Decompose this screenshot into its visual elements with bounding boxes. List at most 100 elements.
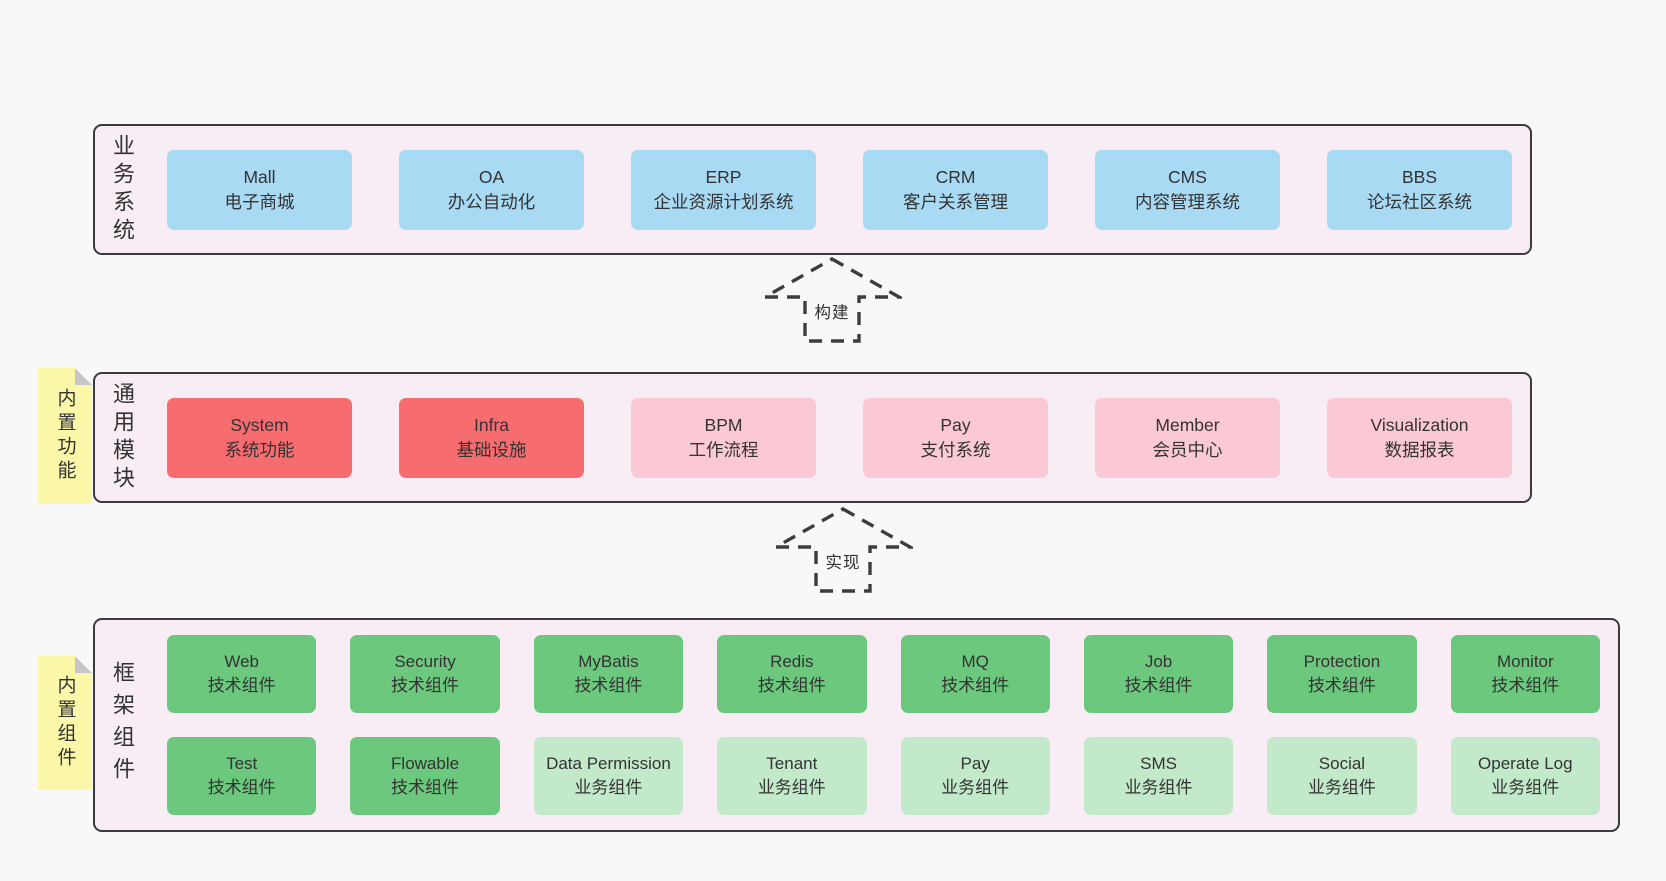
box-subtitle: 企业资源计划系统 (653, 191, 794, 212)
box-title: Data Permission (546, 754, 671, 773)
box-subtitle: 工作流程 (688, 439, 759, 460)
box-subtitle: 支付系统 (920, 439, 991, 460)
box-title: Flowable (391, 754, 460, 773)
box-title: ERP (705, 166, 742, 187)
box-subtitle: 业务组件 (574, 778, 643, 797)
box-social: Social 业务组件 (1267, 737, 1417, 815)
box-redis: Redis 技术组件 (717, 635, 867, 713)
box-mall: Mall 电子商城 (167, 149, 352, 230)
box-subtitle: 电子商城 (224, 191, 295, 212)
box-test: Test 技术组件 (167, 737, 317, 815)
box-visualization: Visualization 数据报表 (1327, 397, 1512, 478)
box-subtitle: 技术组件 (1491, 676, 1560, 695)
box-title: Social (1318, 754, 1366, 773)
box-title: MQ (961, 652, 989, 671)
box-subtitle: 技术组件 (391, 676, 460, 695)
sticky-note-label: 内置功能 (54, 388, 76, 484)
box-subtitle: 技术组件 (941, 676, 1010, 695)
box-title: Mall (243, 166, 276, 187)
dashed-up-arrow-icon (762, 257, 902, 343)
box-subtitle: 会员中心 (1152, 439, 1223, 460)
box-title: Operate Log (1478, 754, 1573, 773)
box-title: Pay (940, 414, 971, 435)
implement-arrow: 实现 (773, 506, 913, 594)
box-subtitle: 业务组件 (1124, 778, 1193, 797)
layer-business-systems: 业务系统 Mall 电子商城 OA 办公自动化 ERP 企业资源计划系统 CRM… (93, 124, 1532, 255)
box-title: Tenant (766, 754, 818, 773)
box-subtitle: 论坛社区系统 (1367, 191, 1472, 212)
box-pay-business: Pay 业务组件 (900, 737, 1050, 815)
box-title: Visualization (1370, 414, 1469, 435)
modules-boxes-row: System 系统功能 Infra 基础设施 BPM 工作流程 Pay 支付系统… (133, 397, 1530, 478)
box-title: Protection (1303, 652, 1381, 671)
sticky-note-built-in-components: 内置组件 (38, 656, 92, 790)
box-title: Web (224, 652, 260, 671)
components-row-2: Test 技术组件 Flowable 技术组件 Data Permission … (167, 737, 1600, 815)
sticky-note-built-in-functions: 内置功能 (38, 368, 92, 504)
box-pay: Pay 支付系统 (863, 397, 1048, 478)
layer-framework-components: 框架组件 Web 技术组件 Security 技术组件 MyBatis 技术组件… (93, 618, 1620, 832)
components-rows: Web 技术组件 Security 技术组件 MyBatis 技术组件 Redi… (133, 635, 1618, 815)
box-subtitle: 技术组件 (757, 676, 826, 695)
box-subtitle: 系统功能 (224, 439, 295, 460)
box-subtitle: 技术组件 (1307, 676, 1376, 695)
box-title: Monitor (1496, 652, 1554, 671)
box-bpm: BPM 工作流程 (631, 397, 816, 478)
box-data-permission: Data Permission 业务组件 (533, 737, 684, 815)
box-subtitle: 客户关系管理 (903, 191, 1008, 212)
box-title: Redis (770, 652, 814, 671)
box-title: CRM (935, 166, 976, 187)
box-title: MyBatis (578, 652, 639, 671)
box-subtitle: 业务组件 (941, 778, 1010, 797)
layer-components-label: 框架组件 (110, 661, 135, 789)
box-protection: Protection 技术组件 (1267, 635, 1417, 713)
box-flowable: Flowable 技术组件 (350, 737, 500, 815)
box-title: Job (1144, 652, 1173, 671)
box-cms: CMS 内容管理系统 (1095, 149, 1280, 230)
business-boxes-row: Mall 电子商城 OA 办公自动化 ERP 企业资源计划系统 CRM 客户关系… (133, 149, 1530, 230)
box-mq: MQ 技术组件 (900, 635, 1050, 713)
box-tenant: Tenant 业务组件 (717, 737, 867, 815)
box-infra: Infra 基础设施 (399, 397, 584, 478)
box-title: System (230, 414, 289, 435)
box-subtitle: 业务组件 (1491, 778, 1560, 797)
box-title: Security (394, 652, 456, 671)
layer-modules-label: 通用模块 (110, 381, 135, 494)
box-erp: ERP 企业资源计划系统 (631, 149, 816, 230)
box-subtitle: 基础设施 (456, 439, 527, 460)
box-subtitle: 技术组件 (207, 778, 276, 797)
box-security: Security 技术组件 (350, 635, 500, 713)
box-subtitle: 技术组件 (207, 676, 276, 695)
box-subtitle: 业务组件 (757, 778, 826, 797)
box-title: BBS (1401, 166, 1438, 187)
box-subtitle: 技术组件 (1124, 676, 1193, 695)
sticky-note-label: 内置组件 (54, 675, 76, 771)
box-title: SMS (1140, 754, 1177, 773)
box-system: System 系统功能 (167, 397, 352, 478)
dashed-up-arrow-icon (773, 507, 913, 593)
box-title: Pay (960, 754, 990, 773)
box-subtitle: 业务组件 (1307, 778, 1376, 797)
build-arrow-label: 构建 (811, 299, 853, 323)
box-job: Job 技术组件 (1083, 635, 1234, 713)
box-subtitle: 内容管理系统 (1135, 191, 1240, 212)
box-subtitle: 数据报表 (1384, 439, 1455, 460)
box-title: CMS (1168, 166, 1207, 187)
box-subtitle: 技术组件 (391, 778, 460, 797)
box-title: BPM (704, 414, 743, 435)
box-member: Member 会员中心 (1095, 397, 1280, 478)
box-title: OA (478, 166, 505, 187)
box-title: Member (1155, 414, 1220, 435)
layer-common-modules: 通用模块 System 系统功能 Infra 基础设施 BPM 工作流程 Pay… (93, 372, 1532, 503)
build-arrow: 构建 (762, 256, 902, 344)
box-oa: OA 办公自动化 (399, 149, 584, 230)
box-operate-log: Operate Log 业务组件 (1450, 737, 1600, 815)
box-subtitle: 技术组件 (574, 676, 643, 695)
components-row-1: Web 技术组件 Security 技术组件 MyBatis 技术组件 Redi… (167, 635, 1600, 713)
box-web: Web 技术组件 (167, 635, 317, 713)
box-monitor: Monitor 技术组件 (1450, 635, 1600, 713)
box-sms: SMS 业务组件 (1083, 737, 1234, 815)
box-crm: CRM 客户关系管理 (863, 149, 1048, 230)
box-subtitle: 办公自动化 (447, 191, 536, 212)
layer-business-label: 业务系统 (110, 133, 135, 246)
